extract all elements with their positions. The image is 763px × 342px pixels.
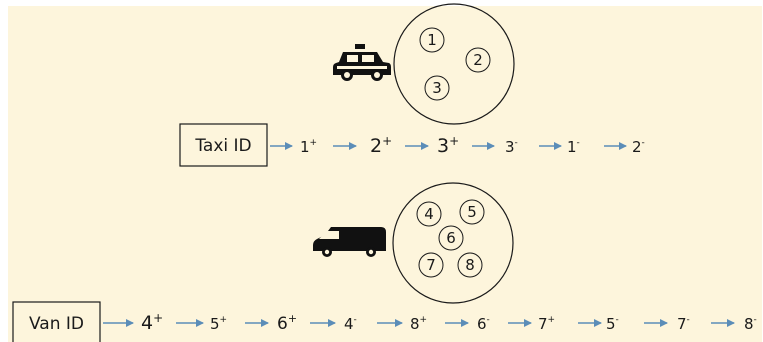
taxi-event-3-pickup: 3+ <box>437 134 459 157</box>
van-passenger-ring-6 <box>438 225 464 251</box>
van-event-7-pickup: 7+ <box>538 315 555 333</box>
taxi-passenger-ring-3 <box>424 75 450 101</box>
van-passengers: 4 567 8 <box>416 199 485 278</box>
van-passenger-ring-7 <box>418 252 444 278</box>
taxi-passenger-ring-1 <box>419 27 445 53</box>
van-event-4-pickup: 4+ <box>141 311 163 334</box>
taxi-passenger-1: 1 <box>427 31 437 49</box>
taxi-event-1-pickup: 1+ <box>300 138 317 156</box>
van-id-label: Van ID <box>29 314 84 334</box>
van-passenger-circle <box>392 182 514 304</box>
van-passenger-7: 7 <box>426 256 436 274</box>
van-event-6-dropoff: 6- <box>477 315 490 333</box>
van-passenger-4: 4 <box>424 205 434 223</box>
van-passenger-6: 6 <box>446 229 456 247</box>
taxi-sequence: 1+ 2+ 3+ 3- 1- 2- <box>270 134 645 157</box>
van-event-5-pickup: 5+ <box>210 315 227 333</box>
taxi-passengers: 1 2 3 <box>419 27 491 101</box>
van-group: 4 567 8 Van ID 4+ 5+ 6+ 4- 8+ 6- 7+ 5- 7- 8- <box>12 182 757 342</box>
van-event-6-pickup: 6+ <box>277 312 297 334</box>
van-passenger-5: 5 <box>467 203 477 221</box>
van-event-5-dropoff: 5- <box>606 315 619 333</box>
van-sequence: 4+ 5+ 6+ 4- 8+ 6- 7+ 5- 7- 8- <box>103 311 757 334</box>
taxi-icon <box>333 44 391 81</box>
taxi-event-2-dropoff: 2- <box>632 138 645 156</box>
diagram-background <box>8 6 762 342</box>
taxi-passenger-circle <box>393 3 515 125</box>
van-passenger-8: 8 <box>465 256 475 274</box>
van-event-8-dropoff: 8- <box>744 315 757 333</box>
taxi-id-label: Taxi ID <box>194 136 251 156</box>
van-event-4-dropoff: 4- <box>344 315 357 333</box>
van-passenger-ring-5 <box>459 199 485 225</box>
taxi-passenger-2: 2 <box>473 51 483 69</box>
taxi-passenger-3: 3 <box>432 79 442 97</box>
taxi-group: 1 2 3 Taxi ID 1+ 2+ 3+ 3- 1- 2- <box>179 3 645 167</box>
van-passenger-ring-4 <box>416 201 442 227</box>
taxi-event-3-dropoff: 3- <box>505 138 518 156</box>
taxi-event-2-pickup: 2+ <box>370 134 392 157</box>
taxi-passenger-ring-2 <box>465 47 491 73</box>
van-passenger-ring-8 <box>457 252 483 278</box>
van-event-8-pickup: 8+ <box>410 315 427 333</box>
taxi-event-1-dropoff: 1- <box>567 138 580 156</box>
van-icon <box>313 227 386 257</box>
taxi-id-box <box>179 123 268 167</box>
van-event-7-dropoff: 7- <box>677 315 690 333</box>
van-id-box <box>12 301 101 342</box>
